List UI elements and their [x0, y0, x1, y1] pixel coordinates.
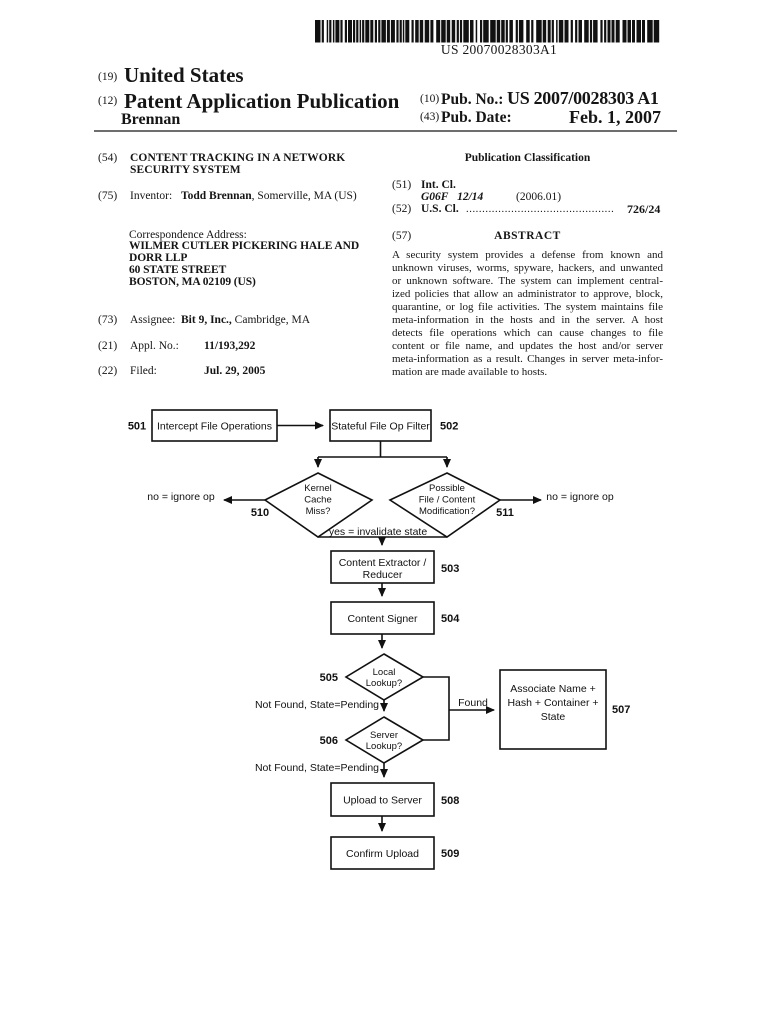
svg-text:Found: Found	[458, 697, 488, 709]
svg-text:Intercept File Operations: Intercept File Operations	[157, 421, 272, 433]
svg-text:Hash + Container +: Hash + Container +	[507, 697, 598, 709]
svg-text:no = ignore op: no = ignore op	[546, 491, 614, 503]
svg-text:Possible: Possible	[429, 483, 465, 494]
svg-text:506: 506	[320, 735, 338, 747]
svg-text:501: 501	[128, 421, 146, 433]
svg-text:503: 503	[441, 563, 459, 575]
svg-text:502: 502	[440, 421, 458, 433]
svg-text:Lookup?: Lookup?	[366, 741, 402, 752]
svg-text:505: 505	[320, 672, 338, 684]
svg-text:File / Content: File / Content	[419, 495, 476, 506]
svg-text:Content Signer: Content Signer	[347, 613, 418, 625]
svg-text:Associate Name +: Associate Name +	[510, 683, 596, 695]
svg-text:504: 504	[441, 613, 460, 625]
svg-text:Not Found, State=Pending: Not Found, State=Pending	[255, 699, 379, 711]
svg-text:Not Found, State=Pending: Not Found, State=Pending	[255, 762, 379, 774]
svg-text:Upload to Server: Upload to Server	[343, 795, 422, 807]
svg-text:510: 510	[251, 507, 269, 519]
svg-text:Kernel: Kernel	[304, 483, 331, 494]
svg-text:Reducer: Reducer	[363, 569, 403, 581]
svg-text:508: 508	[441, 795, 459, 807]
svg-text:511: 511	[496, 507, 514, 519]
svg-text:Miss?: Miss?	[306, 506, 331, 517]
svg-text:no = ignore op: no = ignore op	[147, 491, 215, 503]
svg-text:yes = invalidate state: yes = invalidate state	[329, 526, 428, 538]
svg-text:509: 509	[441, 848, 459, 860]
svg-text:Content Extractor /: Content Extractor /	[339, 557, 427, 569]
svg-text:Stateful File Op Filter: Stateful File Op Filter	[331, 421, 430, 433]
svg-text:Cache: Cache	[304, 495, 331, 506]
svg-text:Confirm Upload: Confirm Upload	[346, 848, 419, 860]
svg-text:507: 507	[612, 704, 630, 716]
svg-text:Modification?: Modification?	[419, 506, 475, 517]
svg-text:Lookup?: Lookup?	[366, 678, 402, 689]
svg-text:Local: Local	[373, 667, 396, 678]
svg-text:Server: Server	[370, 730, 398, 741]
svg-text:State: State	[541, 711, 566, 723]
